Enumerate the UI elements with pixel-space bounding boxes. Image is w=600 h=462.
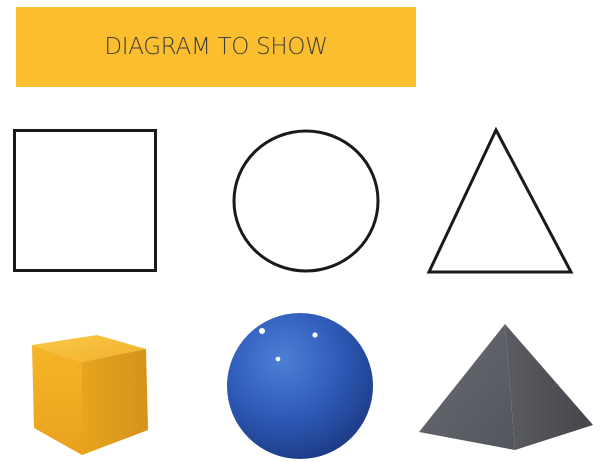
square-outline-icon: [12, 128, 158, 273]
cube-icon: [24, 332, 154, 458]
pyramid-icon: [417, 322, 597, 454]
circle-outline-icon: [231, 128, 381, 274]
triangle-outline-icon: [425, 126, 575, 276]
banner-title: DIAGRAM TO SHOW: [104, 34, 327, 60]
title-banner: DIAGRAM TO SHOW: [16, 7, 416, 87]
sphere-icon: [226, 311, 376, 461]
